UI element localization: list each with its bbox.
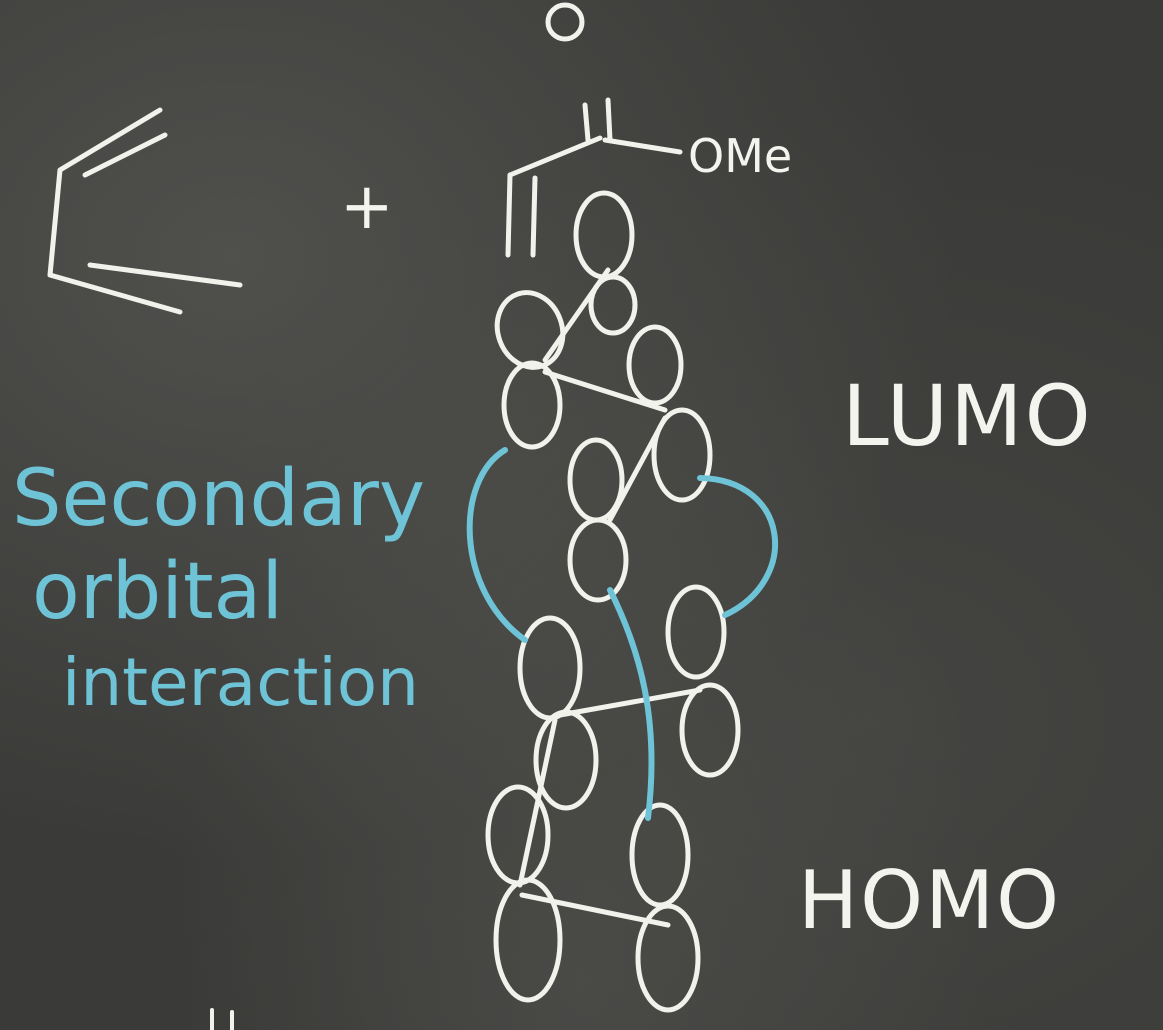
annotation-line-secondary: Secondary <box>12 454 425 544</box>
ome-label: OMe <box>688 129 792 183</box>
annotation-line-orbital: orbital <box>32 547 283 637</box>
lumo-label: LUMO <box>842 367 1093 465</box>
annotation-line-interaction: interaction <box>62 644 419 721</box>
plus-sign: + <box>340 170 394 244</box>
secondary-orbital-annotation: Secondary orbital interaction <box>12 454 425 721</box>
diene-structure <box>47 107 243 315</box>
partial-chalk-marks <box>210 1008 234 1030</box>
dienophile-structure <box>505 2 683 258</box>
secondary-orbital-interaction-curves <box>466 447 778 821</box>
homo-orbital-lobes <box>485 584 741 1013</box>
lumo-orbital-lobes <box>494 190 713 603</box>
homo-label: HOMO <box>798 854 1061 947</box>
